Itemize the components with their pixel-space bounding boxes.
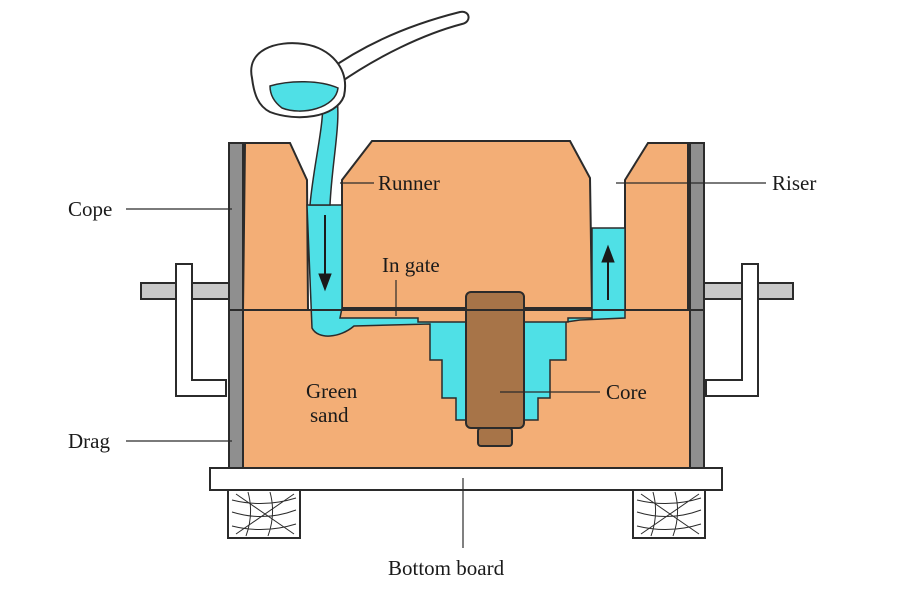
left-wood-block — [227, 489, 301, 539]
cope-center-sand — [341, 140, 594, 309]
core-print — [477, 427, 513, 447]
up-flow-arrow — [601, 244, 615, 300]
leader-lines — [126, 182, 766, 548]
drag-right-wall — [689, 309, 705, 469]
core-label: Core — [606, 380, 647, 404]
ladle — [250, 10, 470, 119]
pouring-stream — [309, 91, 339, 206]
runner-label: Runner — [378, 171, 440, 195]
cope-sand — [241, 142, 310, 311]
cope-label: Cope — [68, 197, 112, 221]
green-sand-label-line2: sand — [310, 403, 349, 427]
in-gate-label: In gate — [382, 253, 440, 277]
drag-label: Drag — [68, 429, 110, 453]
bottom-board — [209, 467, 723, 491]
cope-right-wall — [689, 142, 705, 311]
left-clamp-bracket — [175, 263, 227, 397]
right-clamp — [699, 263, 794, 397]
right-wood-block — [632, 489, 706, 539]
cope-right-sand — [624, 142, 689, 311]
bottom-board-label: Bottom board — [388, 556, 505, 580]
right-clamp-bracket — [705, 263, 759, 397]
down-flow-arrow — [318, 215, 332, 292]
ladle-metal — [269, 80, 339, 112]
left-clamp — [140, 263, 234, 397]
core-body — [465, 291, 525, 429]
core — [465, 291, 525, 447]
ladle-handle — [324, 10, 470, 86]
molten-metal — [306, 204, 626, 421]
riser-label: Riser — [772, 171, 816, 195]
cope-left-wall — [228, 142, 244, 311]
drag-left-wall — [228, 309, 244, 469]
green-sand-label-line1: Green — [306, 379, 358, 403]
